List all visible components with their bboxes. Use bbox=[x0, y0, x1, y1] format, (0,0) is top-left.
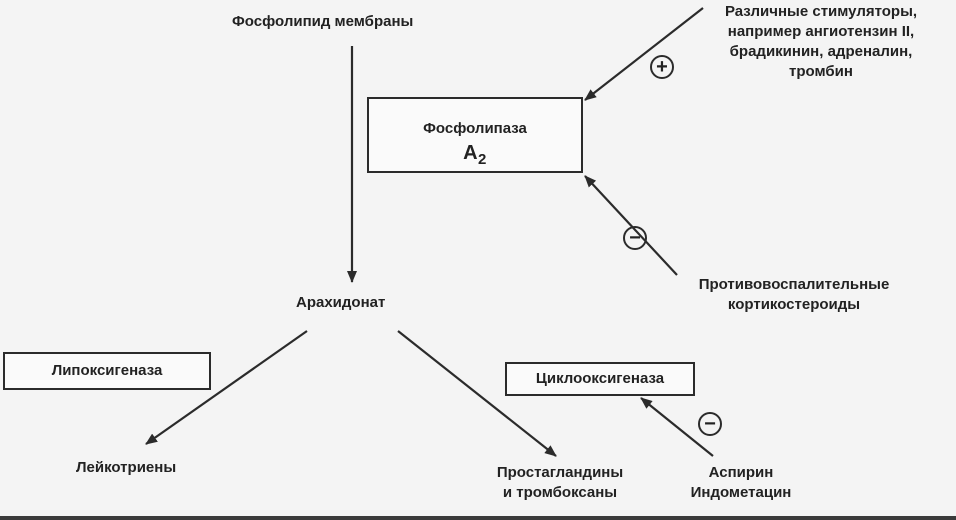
arrow-arachidonate-to-leukotrienes bbox=[145, 330, 308, 445]
corticosteroids-label: Противовоспалительные кортикостероиды bbox=[658, 275, 930, 315]
activation-plus-icon: + bbox=[650, 55, 674, 79]
stimulators-label: Различные стимуляторы, например ангиотен… bbox=[688, 2, 954, 82]
membrane-phospholipid-label: Фосфолипид мембраны bbox=[232, 13, 414, 30]
inhibition-minus-icon-cox: − bbox=[698, 412, 722, 436]
stimulators-line-4: тромбин bbox=[789, 63, 853, 80]
prostaglandins-line-1: Простагландины bbox=[496, 464, 624, 481]
corticosteroids-line-2: кортикостероиды bbox=[727, 296, 861, 313]
prostaglandins-label: Простагландины и тромбоксаны bbox=[470, 463, 650, 503]
stimulators-line-2: например ангиотензин II, bbox=[727, 23, 915, 40]
arrow-corticosteroids-to-phospholipase bbox=[584, 175, 678, 276]
arachidonate-label: Арахидонат bbox=[296, 294, 386, 311]
prostaglandins-line-2: и тромбоксаны bbox=[502, 484, 618, 501]
phospholipase-subtitle: A2 bbox=[369, 142, 581, 168]
stimulators-line-1: Различные стимуляторы, bbox=[724, 3, 918, 20]
nsaids-line-1: Аспирин bbox=[708, 464, 774, 481]
arrow-arachidonate-to-prostaglandins bbox=[397, 330, 557, 457]
stimulators-line-3: брадикинин, адреналин, bbox=[729, 43, 913, 60]
cyclooxygenase-box: Циклооксигеназа bbox=[505, 362, 695, 396]
corticosteroids-line-1: Противовоспалительные bbox=[698, 276, 890, 293]
bottom-divider bbox=[0, 516, 956, 520]
arrow-nsaids-to-cyclooxygenase bbox=[640, 397, 714, 457]
inhibition-minus-icon: − bbox=[623, 226, 647, 250]
arrow-stimulators-to-phospholipase bbox=[584, 7, 704, 101]
nsaids-label: Аспирин Индометацин bbox=[666, 463, 816, 503]
phospholipase-title: Фосфолипаза bbox=[423, 120, 527, 137]
lipoxygenase-box: Липоксигеназа bbox=[3, 352, 211, 390]
nsaids-line-2: Индометацин bbox=[690, 484, 792, 501]
cyclooxygenase-label: Циклооксигеназа bbox=[535, 370, 665, 387]
leukotrienes-label: Лейкотриены bbox=[76, 459, 177, 476]
phospholipase-letter: A bbox=[463, 142, 479, 164]
phospholipase-index: 2 bbox=[478, 151, 487, 168]
phospholipase-a2-box: Фосфолипаза A2 bbox=[367, 97, 583, 173]
lipoxygenase-label: Липоксигеназа bbox=[51, 362, 163, 379]
